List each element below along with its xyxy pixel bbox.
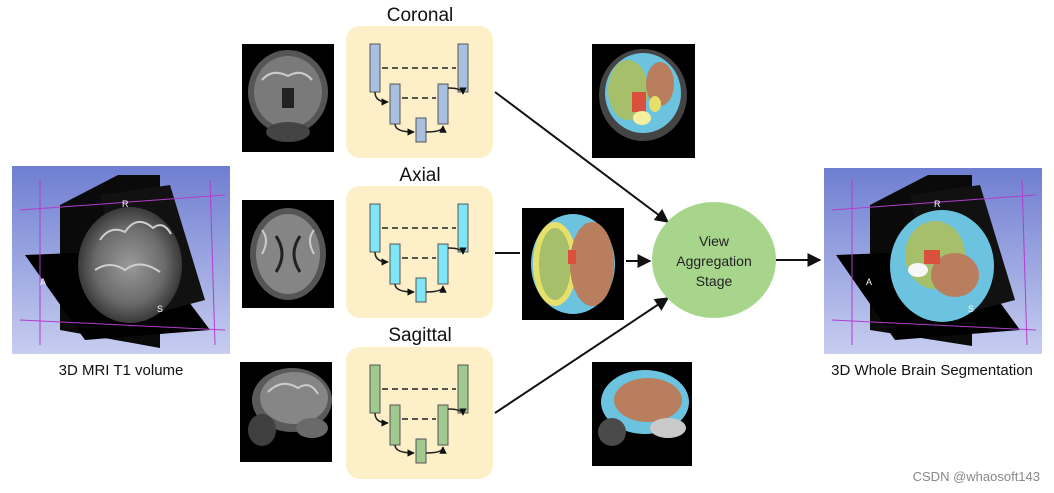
unet-sagittal-flow-2 bbox=[425, 446, 447, 454]
axis-letter-a: A bbox=[40, 277, 46, 287]
unet-axial-block-3 bbox=[437, 243, 449, 285]
unet-axial-flow-0 bbox=[374, 251, 389, 266]
aggregation-line-1: View bbox=[699, 233, 730, 249]
output-axis-letter-a: A bbox=[866, 277, 872, 287]
unet-coronal-block-4 bbox=[415, 117, 427, 143]
view-title-coronal: Coronal bbox=[387, 5, 454, 26]
unet-coronal-flow-2 bbox=[425, 125, 447, 133]
unet-coronal-block-3 bbox=[437, 83, 449, 125]
unet-axial-block-2 bbox=[389, 243, 401, 285]
unet-coronal-block-0 bbox=[369, 43, 381, 93]
unet-sagittal-block-4 bbox=[415, 438, 427, 464]
coronal-network-panel bbox=[346, 26, 493, 158]
unet-axial-block-4 bbox=[415, 277, 427, 303]
aggregation-line-3: Stage bbox=[696, 273, 733, 289]
unet-sagittal-flow-3 bbox=[447, 408, 467, 416]
unet-axial-block-1 bbox=[457, 203, 469, 253]
axial-mri-slice bbox=[242, 200, 334, 308]
unet-axial-flow-3 bbox=[447, 247, 467, 255]
view-title-sagittal: Sagittal bbox=[388, 325, 451, 346]
unet-axial-flow-2 bbox=[425, 285, 447, 293]
unet-axial bbox=[369, 203, 469, 303]
unet-sagittal-flow-0 bbox=[374, 412, 389, 427]
sagittal-segmentation-slice bbox=[592, 362, 692, 466]
sagittal-network-panel bbox=[346, 347, 493, 479]
arrow-coronal-to-aggregation bbox=[494, 91, 670, 223]
unet-axial-flow-1 bbox=[394, 283, 415, 296]
unet-sagittal-block-1 bbox=[457, 364, 469, 414]
output-volume: R A S bbox=[824, 168, 1042, 354]
aggregation-line-2: Aggregation bbox=[676, 253, 752, 269]
unet-axial-block-0 bbox=[369, 203, 381, 253]
output-axis-letter-r: R bbox=[934, 199, 941, 209]
watermark: CSDN @whaosoft143 bbox=[913, 469, 1040, 484]
unet-glyphs bbox=[369, 43, 469, 464]
coronal-mri-slice bbox=[242, 44, 334, 152]
unet-sagittal-block-3 bbox=[437, 404, 449, 446]
input-label: 3D MRI T1 volume bbox=[59, 362, 184, 379]
unet-coronal-flow-1 bbox=[394, 123, 415, 136]
unet-coronal-flow-0 bbox=[374, 91, 389, 106]
input-volume: R A S bbox=[12, 166, 230, 354]
axial-segmentation-slice bbox=[522, 208, 624, 320]
unet-coronal-block-1 bbox=[457, 43, 469, 93]
unet-sagittal-flow-1 bbox=[394, 444, 415, 457]
axial-network-panel bbox=[346, 186, 493, 318]
unet-sagittal-block-2 bbox=[389, 404, 401, 446]
unet-sagittal-block-0 bbox=[369, 364, 381, 414]
output-axis-letter-s: S bbox=[968, 304, 974, 314]
view-title-axial: Axial bbox=[399, 165, 440, 186]
unet-coronal bbox=[369, 43, 469, 143]
axis-letter-r: R bbox=[122, 199, 129, 209]
unet-coronal-block-2 bbox=[389, 83, 401, 125]
arrow-sagittal-to-aggregation bbox=[494, 297, 670, 414]
unet-coronal-flow-3 bbox=[447, 87, 467, 95]
unet-sagittal bbox=[369, 364, 469, 464]
axis-letter-s: S bbox=[157, 304, 163, 314]
coronal-segmentation-slice bbox=[592, 44, 695, 158]
aggregation-node bbox=[652, 202, 776, 318]
output-label: 3D Whole Brain Segmentation bbox=[831, 362, 1033, 379]
sagittal-mri-slice bbox=[240, 362, 332, 462]
